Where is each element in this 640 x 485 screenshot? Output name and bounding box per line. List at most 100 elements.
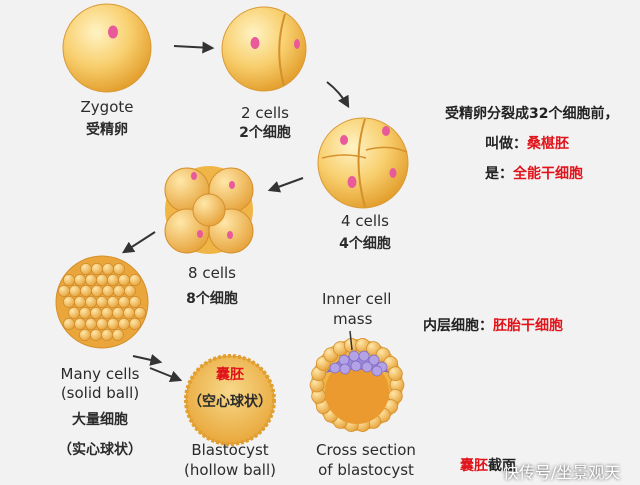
morula-cell [96,318,108,330]
arrow-4cells-to-8cells [267,177,304,193]
note-line-3: 是：全能干细胞 [485,163,583,183]
label-solid-ball-en: (solid ball) [60,384,140,402]
morula-solid-ball [55,255,149,349]
morula-cell [91,263,103,275]
morula-cell [107,318,119,330]
label-zygote-en: Zygote [80,98,134,116]
morula-cell [63,318,75,330]
morula-cell [74,274,86,286]
morula-cell [69,285,81,297]
totipotent-term: 全能干细胞 [513,166,583,182]
morula-cell [129,318,141,330]
note-line-2: 叫做：桑椹胚 [485,133,569,153]
label-8cells-en: 8 cells [188,264,236,282]
label-blastocyst-en: Blastocyst [191,441,269,459]
morula-cell [118,318,130,330]
label-zygote-zh: 受精卵 [86,122,128,138]
label-2cells-zh: 2个细胞 [239,125,291,141]
label-hollow-ball-en: (hollow ball) [184,461,276,479]
watermark: 快传号/坐景观天 [503,463,621,482]
morula-cell [113,263,125,275]
morula-cell [96,296,108,308]
cross-section-caption-dark: 截面 [488,458,516,474]
arrow-morula-to-blastocyst-2 [149,367,183,383]
two-cell-embryo [221,6,307,92]
morula-cell [91,285,103,297]
morula-cell [85,274,97,286]
label-8cells-zh: 8个细胞 [186,291,238,307]
label-4cells-en: 4 cells [341,212,389,230]
morula-cell [107,296,119,308]
inner-mass-cell [338,354,350,366]
morula-cell [90,329,102,341]
note-line-2-prefix: 叫做： [485,136,527,152]
morula-cell [80,263,92,275]
morula-cell [102,263,114,275]
cross-section-caption: 囊胚截面 [460,455,516,475]
morula-cell [63,274,75,286]
morula-cell [107,274,119,286]
zygote-cell [62,3,152,93]
morula-term: 桑椹胚 [527,136,569,152]
morula-cell [113,285,125,297]
label-cross-section-en: Cross section [316,441,416,459]
label-solid-ball-zh: （实心球状） [58,442,142,458]
label-2cells-en: 2 cells [241,104,289,122]
inner-mass-cell [329,362,341,374]
note-line-3-prefix: 是： [485,166,513,182]
arrow-2cells-to-4cells [326,81,350,109]
morula-cell [79,307,91,319]
label-many-cells-en: Many cells [60,365,140,383]
morula-cell [68,307,80,319]
morula-cell [79,329,91,341]
label-inner-cell: Inner cell [322,290,392,308]
morula-cell [134,307,146,319]
inner-mass-cell [339,363,351,375]
inner-mass-cell [371,365,383,377]
note-line-4: 内层细胞：胚胎干细胞 [423,315,563,335]
morula-cell [74,296,86,308]
inner-mass-cell [368,354,380,366]
morula-cell [96,274,108,286]
inner-mass-cell [350,360,362,372]
four-cell-embryo [317,117,409,209]
morula-cell [63,296,75,308]
morula-cell [85,296,97,308]
label-of-blastocyst-en: of blastocyst [318,461,414,479]
morula-cell [90,307,102,319]
label-mass: mass [333,310,373,328]
embryonic-stem-term: 胚胎干细胞 [493,318,563,334]
morula-cell [124,285,136,297]
eight-cell-embryo [164,166,254,254]
inner-mass-cell [358,350,370,362]
morula-cell [118,274,130,286]
arrow-zygote-to-2cells [173,41,215,54]
morula-cell [102,285,114,297]
morula-cell [112,307,124,319]
morula-cell [80,285,92,297]
morula-cell [58,285,70,297]
inner-mass-cell [348,350,360,362]
trophoblast-cell [388,366,403,382]
label-many-cells-zh: 大量细胞 [72,412,128,428]
label-hollow-ball-zh: （空心球状） [188,394,272,410]
morula-cell [129,274,141,286]
morula-cell [85,318,97,330]
morula-cell [129,296,141,308]
note-line-1: 受精卵分裂成32个细胞前， [445,106,619,122]
morula-cell [74,318,86,330]
morula-cell [118,296,130,308]
inner-cell-mass-pointer [349,330,353,351]
inner-mass-cell [361,361,373,373]
arrow-8cells-to-morula [121,231,156,254]
blastocyst-cross-section [309,338,405,432]
blastocyst-hollow-ball [184,354,276,446]
morula-cell [101,329,113,341]
arrow-morula-to-blastocyst [132,354,163,366]
note-line-4-prefix: 内层细胞： [423,318,493,334]
label-4cells-zh: 4个细胞 [339,236,391,252]
cross-section-caption-red: 囊胚 [460,458,488,474]
label-blastocyst-zh: 囊胚 [216,367,244,383]
morula-cell [112,329,124,341]
